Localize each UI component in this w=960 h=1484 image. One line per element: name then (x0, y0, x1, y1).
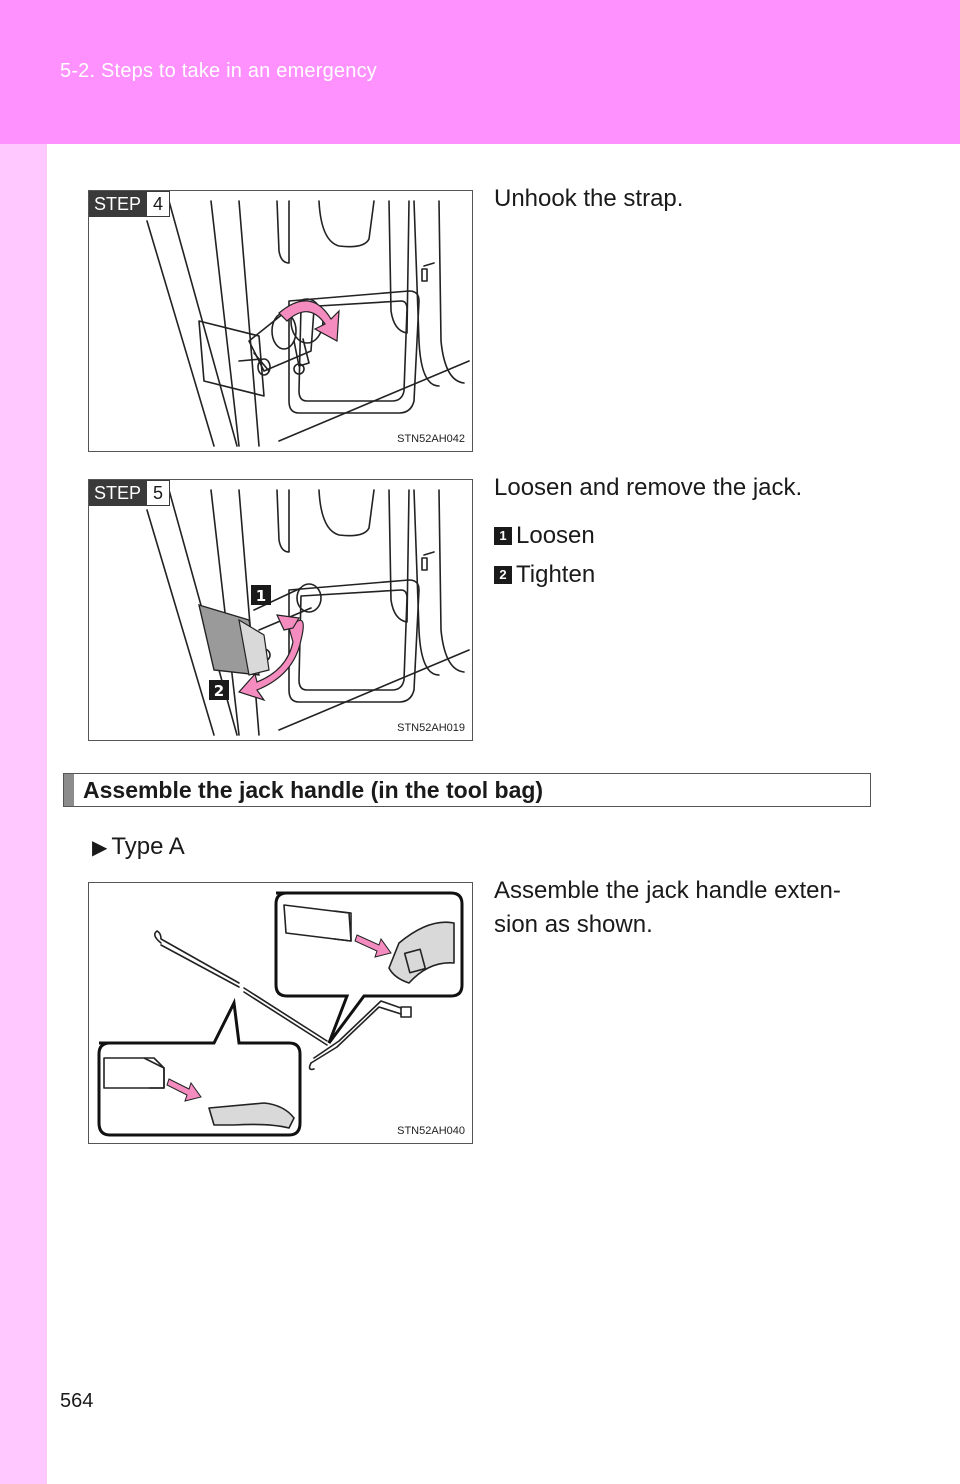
legend-label: Tighten (516, 561, 596, 588)
step-number: 4 (146, 191, 171, 217)
step-badge: STEP 4 (89, 191, 171, 217)
figure-code: STN52AH040 (397, 1125, 465, 1137)
jack-strap-drawing (146, 200, 470, 447)
page-number: 564 (60, 1390, 94, 1412)
instruction-text: Assemble the jack handle exten- sion as … (494, 877, 841, 938)
jack-handle-drawing (97, 891, 464, 1137)
number-badge: 2 (494, 566, 512, 584)
step4-instruction: Unhook the strap. (494, 185, 684, 212)
step5-instruction: Loosen and remove the jack. (494, 474, 803, 501)
section-title: Assemble the jack handle (in the tool ba… (83, 777, 544, 803)
step4-illustration: STEP 4 STN52AH042 (88, 190, 473, 452)
callout-1: 1 (256, 587, 266, 605)
jack-handle-illustration: STN52AH040 (88, 882, 473, 1144)
step-number: 5 (146, 480, 171, 506)
legend-label: Loosen (516, 522, 595, 549)
legend-loosen: 1 Loosen (494, 522, 595, 550)
step-word: STEP (89, 191, 147, 217)
triangle-right-icon: ▶ (92, 836, 108, 859)
type-text: Type A (111, 833, 185, 860)
type-label: ▶ Type A (92, 833, 185, 861)
legend-tighten: 2 Tighten (494, 561, 595, 589)
figure-code: STN52AH019 (397, 722, 465, 734)
section-breadcrumb: 5-2. Steps to take in an emergency (60, 60, 377, 82)
number-badge: 1 (494, 527, 512, 545)
page-header: 5-2. Steps to take in an emergency (0, 0, 960, 144)
step-badge: STEP 5 (89, 480, 171, 506)
section-accent (64, 774, 74, 806)
step-word: STEP (89, 480, 147, 506)
jack-handle-instruction: Assemble the jack handle exten- sion as … (494, 874, 884, 942)
side-band (0, 144, 47, 1484)
jack-removal-drawing: 1 2 (146, 489, 470, 736)
figure-code: STN52AH042 (397, 433, 465, 445)
step5-illustration: 1 2 STEP 5 STN52AH019 (88, 479, 473, 741)
callout-2: 2 (214, 682, 224, 700)
section-heading: Assemble the jack handle (in the tool ba… (63, 773, 871, 807)
